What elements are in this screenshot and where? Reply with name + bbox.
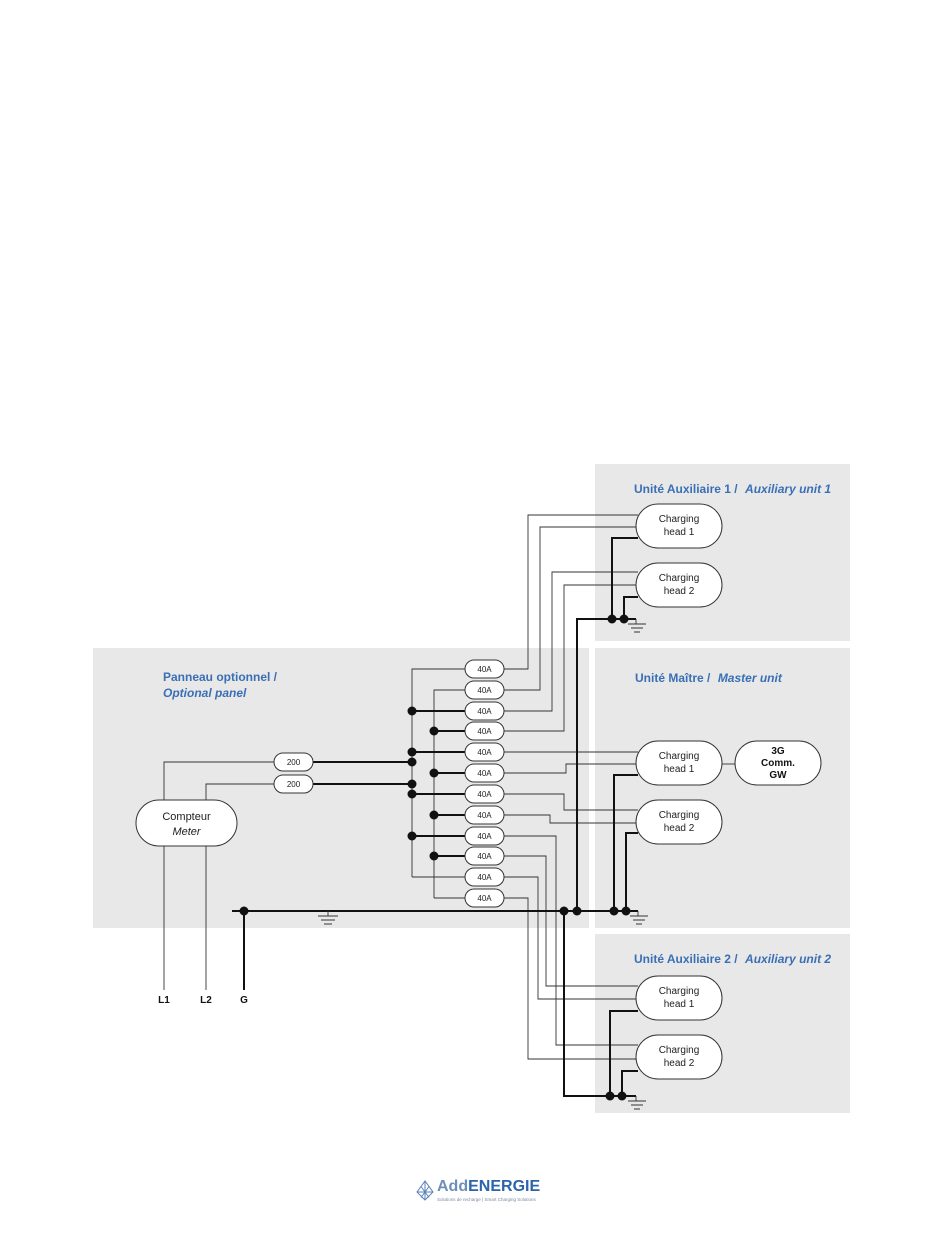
ground-icon-panel	[318, 911, 338, 925]
svg-text:40A: 40A	[477, 727, 492, 736]
master-charging-head-2: Charging head 2	[635, 799, 723, 845]
svg-text:Meter: Meter	[172, 826, 201, 838]
aux2-charging-head-2: Charging head 2	[635, 1034, 723, 1080]
branch-breaker-6: 40A	[464, 763, 505, 783]
main-breaker-1: 200	[273, 752, 314, 772]
branch-breaker-2: 40A	[464, 680, 505, 700]
svg-text:40A: 40A	[477, 665, 492, 674]
addenergie-logo: AddENERGIE Solutions de recharge | Smart…	[415, 1178, 545, 1204]
branch-breaker-12: 40A	[464, 888, 505, 908]
aux1-panel	[595, 464, 850, 641]
branch-breaker-7: 40A	[464, 784, 505, 804]
svg-text:40A: 40A	[477, 852, 492, 861]
svg-text:Compteur: Compteur	[162, 811, 211, 823]
branch-breaker-3: 40A	[464, 701, 505, 721]
svg-text:40A: 40A	[477, 686, 492, 695]
main-breaker-2: 200	[273, 774, 314, 794]
branch-breaker-10: 40A	[464, 846, 505, 866]
logo-tagline: Solutions de recharge | Smart Charging S…	[437, 1197, 536, 1202]
svg-text:Charging: Charging	[659, 751, 700, 762]
logo-energie: ENERGIE	[468, 1178, 541, 1195]
aux1-charging-head-2: Charging head 2	[635, 562, 723, 608]
terminal-l1: L1	[158, 995, 170, 1006]
optional-panel	[93, 648, 589, 928]
svg-text:200: 200	[287, 758, 301, 767]
aux2-panel	[595, 934, 850, 1113]
svg-text:Charging: Charging	[659, 1045, 700, 1056]
svg-text:Comm.: Comm.	[761, 758, 795, 769]
svg-text:40A: 40A	[477, 769, 492, 778]
svg-text:head 2: head 2	[664, 586, 695, 597]
svg-text:40A: 40A	[477, 873, 492, 882]
aux1-title-en: Auxiliary unit 1	[744, 482, 831, 496]
svg-text:GW: GW	[769, 770, 787, 781]
aux1-charging-head-1: Charging head 1	[635, 503, 723, 549]
terminal-g: G	[240, 995, 248, 1006]
svg-text:Charging: Charging	[659, 573, 700, 584]
svg-text:40A: 40A	[477, 894, 492, 903]
ground-icon-master	[630, 911, 648, 925]
logo-wordmark: AddENERGIE	[437, 1178, 541, 1195]
master-panel	[595, 648, 850, 928]
svg-text:head 1: head 1	[664, 999, 695, 1010]
master-title-en: Master unit	[718, 671, 783, 685]
svg-text:head 1: head 1	[664, 764, 695, 775]
svg-text:40A: 40A	[477, 832, 492, 841]
meter-box: Compteur Meter	[135, 799, 238, 847]
branch-breaker-11: 40A	[464, 867, 505, 887]
optional-title-line2: Optional panel	[163, 686, 247, 700]
ground-icon-aux1	[628, 619, 646, 633]
branch-breaker-8: 40A	[464, 805, 505, 825]
svg-text:head 2: head 2	[664, 1058, 695, 1069]
master-charging-head-1: Charging head 1	[635, 740, 723, 786]
svg-text:40A: 40A	[477, 707, 492, 716]
junction-dots	[239, 614, 631, 1101]
branch-breaker-1: 40A	[464, 659, 505, 679]
aux2-title-fr: Unité Auxiliaire 2 /	[634, 952, 738, 966]
svg-text:3G: 3G	[771, 746, 785, 757]
gateway-box: 3G Comm. GW	[734, 740, 822, 786]
ground-icon-aux2	[628, 1096, 646, 1110]
svg-text:head 1: head 1	[664, 527, 695, 538]
optional-title-line1: Panneau optionnel /	[163, 670, 278, 684]
svg-text:40A: 40A	[477, 790, 492, 799]
svg-text:40A: 40A	[477, 811, 492, 820]
master-title: Unité Maître / Master unit	[635, 669, 783, 686]
aux1-title-fr: Unité Auxiliaire 1 /	[634, 482, 738, 496]
branch-breaker-4: 40A	[464, 721, 505, 741]
svg-text:head 2: head 2	[664, 823, 695, 834]
master-title-fr: Unité Maître /	[635, 671, 711, 685]
branch-breaker-9: 40A	[464, 826, 505, 846]
branch-breaker-5: 40A	[464, 742, 505, 762]
globe-icon	[416, 1180, 434, 1201]
svg-text:200: 200	[287, 780, 301, 789]
terminal-l2: L2	[200, 995, 212, 1006]
svg-text:Charging: Charging	[659, 514, 700, 525]
aux2-charging-head-1: Charging head 1	[635, 975, 723, 1021]
svg-text:Charging: Charging	[659, 810, 700, 821]
svg-text:40A: 40A	[477, 748, 492, 757]
aux1-title: Unité Auxiliaire 1 / Auxiliary unit 1	[634, 480, 831, 497]
aux2-title: Unité Auxiliaire 2 / Auxiliary unit 2	[634, 950, 831, 967]
svg-text:Charging: Charging	[659, 986, 700, 997]
aux2-title-en: Auxiliary unit 2	[744, 952, 831, 966]
